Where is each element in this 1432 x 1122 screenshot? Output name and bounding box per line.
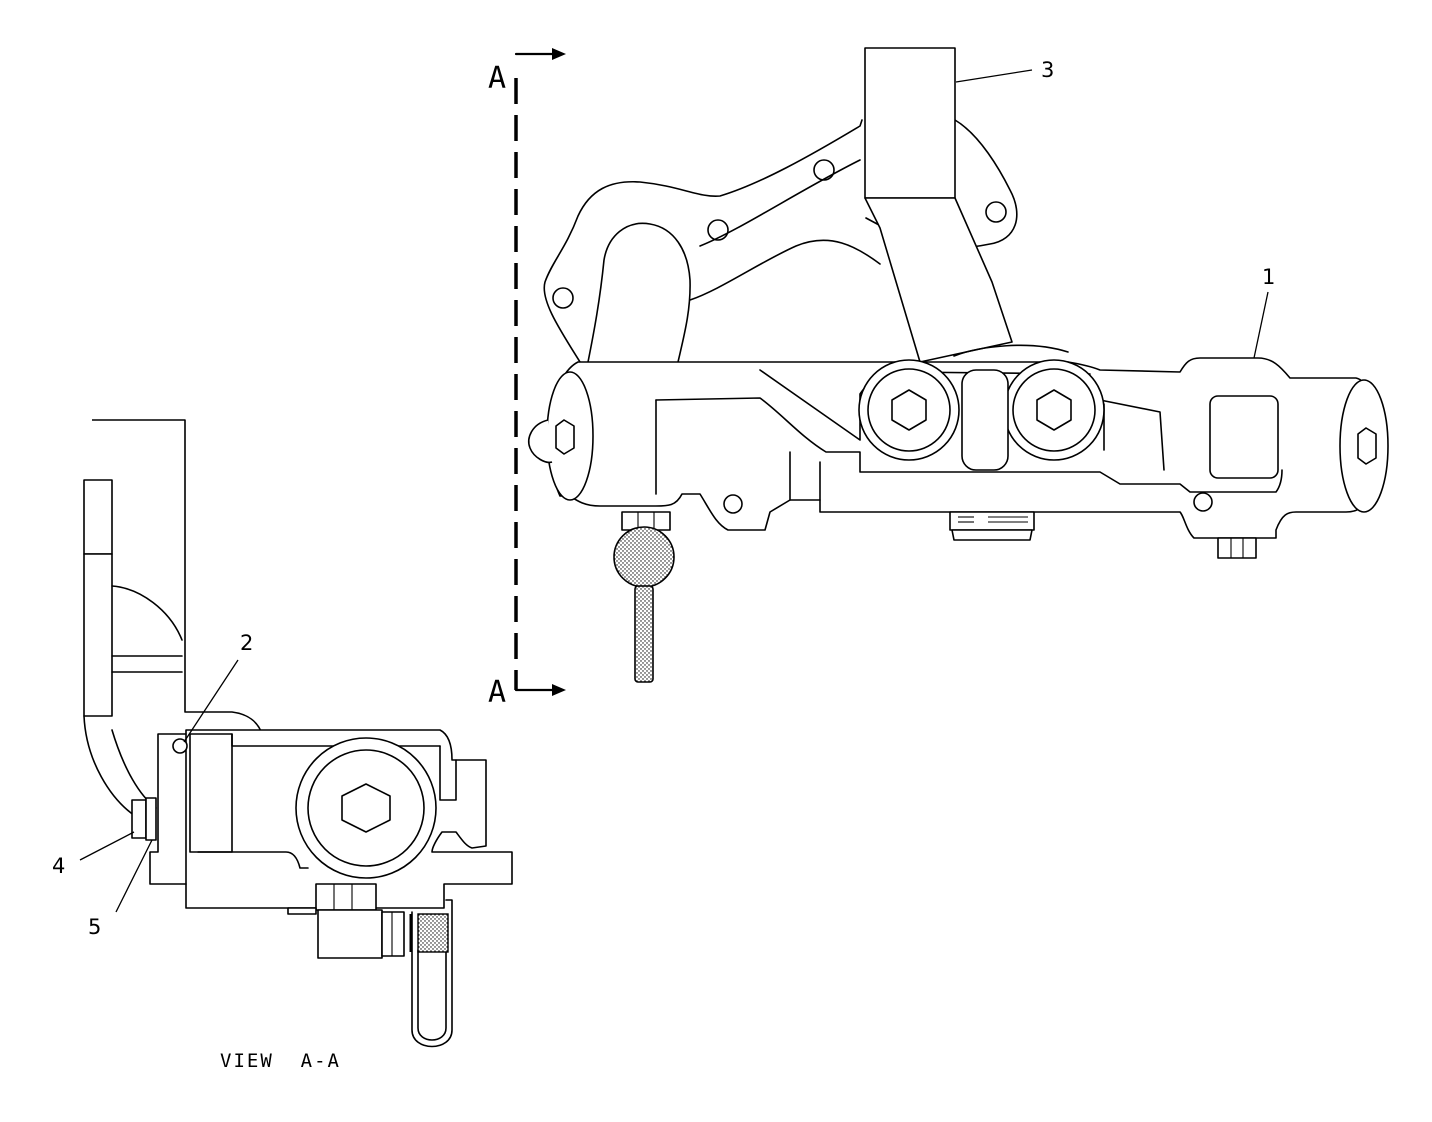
right-end-plug <box>1339 379 1389 513</box>
view-bottom-nut <box>315 883 377 911</box>
section-line-a-a: A A <box>488 48 566 710</box>
leader-5 <box>115 839 153 913</box>
ball-knob <box>613 511 675 683</box>
leader-1 <box>1253 291 1269 359</box>
section-marker-bottom: A <box>488 675 506 710</box>
view-bracket-tab-top <box>83 479 113 555</box>
bracket-assembly <box>543 47 1018 363</box>
left-end-plug <box>546 371 594 501</box>
view-a-a <box>83 419 513 1048</box>
washer-item-5 <box>145 797 157 841</box>
seal-item-2 <box>172 738 188 754</box>
callout-5: 5 <box>88 915 101 939</box>
bracket-post <box>864 47 956 199</box>
manifold-hole-left <box>723 494 743 514</box>
bracket-hole-4 <box>985 201 1007 223</box>
arrow-head-bottom <box>552 684 566 696</box>
bracket-hole-1 <box>552 287 574 309</box>
hex-plug-left <box>858 359 960 461</box>
manifold-body <box>528 344 1389 683</box>
bracket-hole-3 <box>813 159 835 181</box>
arrow-head-top <box>552 48 566 60</box>
leader-4 <box>79 831 135 861</box>
callout-3: 3 <box>1041 58 1054 82</box>
center-web <box>961 369 1009 471</box>
view-label: VIEW A-A <box>220 1050 341 1072</box>
callout-1: 1 <box>1262 265 1275 289</box>
manifold-hole-right <box>1193 492 1213 512</box>
leader-2 <box>183 659 239 743</box>
nut-right <box>1217 537 1257 559</box>
callout-2: 2 <box>240 631 253 655</box>
hex-plug-right <box>1003 359 1105 461</box>
view-hex-plug <box>295 737 437 879</box>
view-knob-handle <box>409 899 453 1048</box>
callout-4: 4 <box>52 854 65 878</box>
bracket-hole-2 <box>707 219 729 241</box>
view-elbow-fitting <box>317 909 405 959</box>
drain-fitting <box>949 511 1035 541</box>
leader-lines <box>79 69 1269 913</box>
section-marker-top: A <box>488 61 506 96</box>
leader-3 <box>955 69 1033 83</box>
